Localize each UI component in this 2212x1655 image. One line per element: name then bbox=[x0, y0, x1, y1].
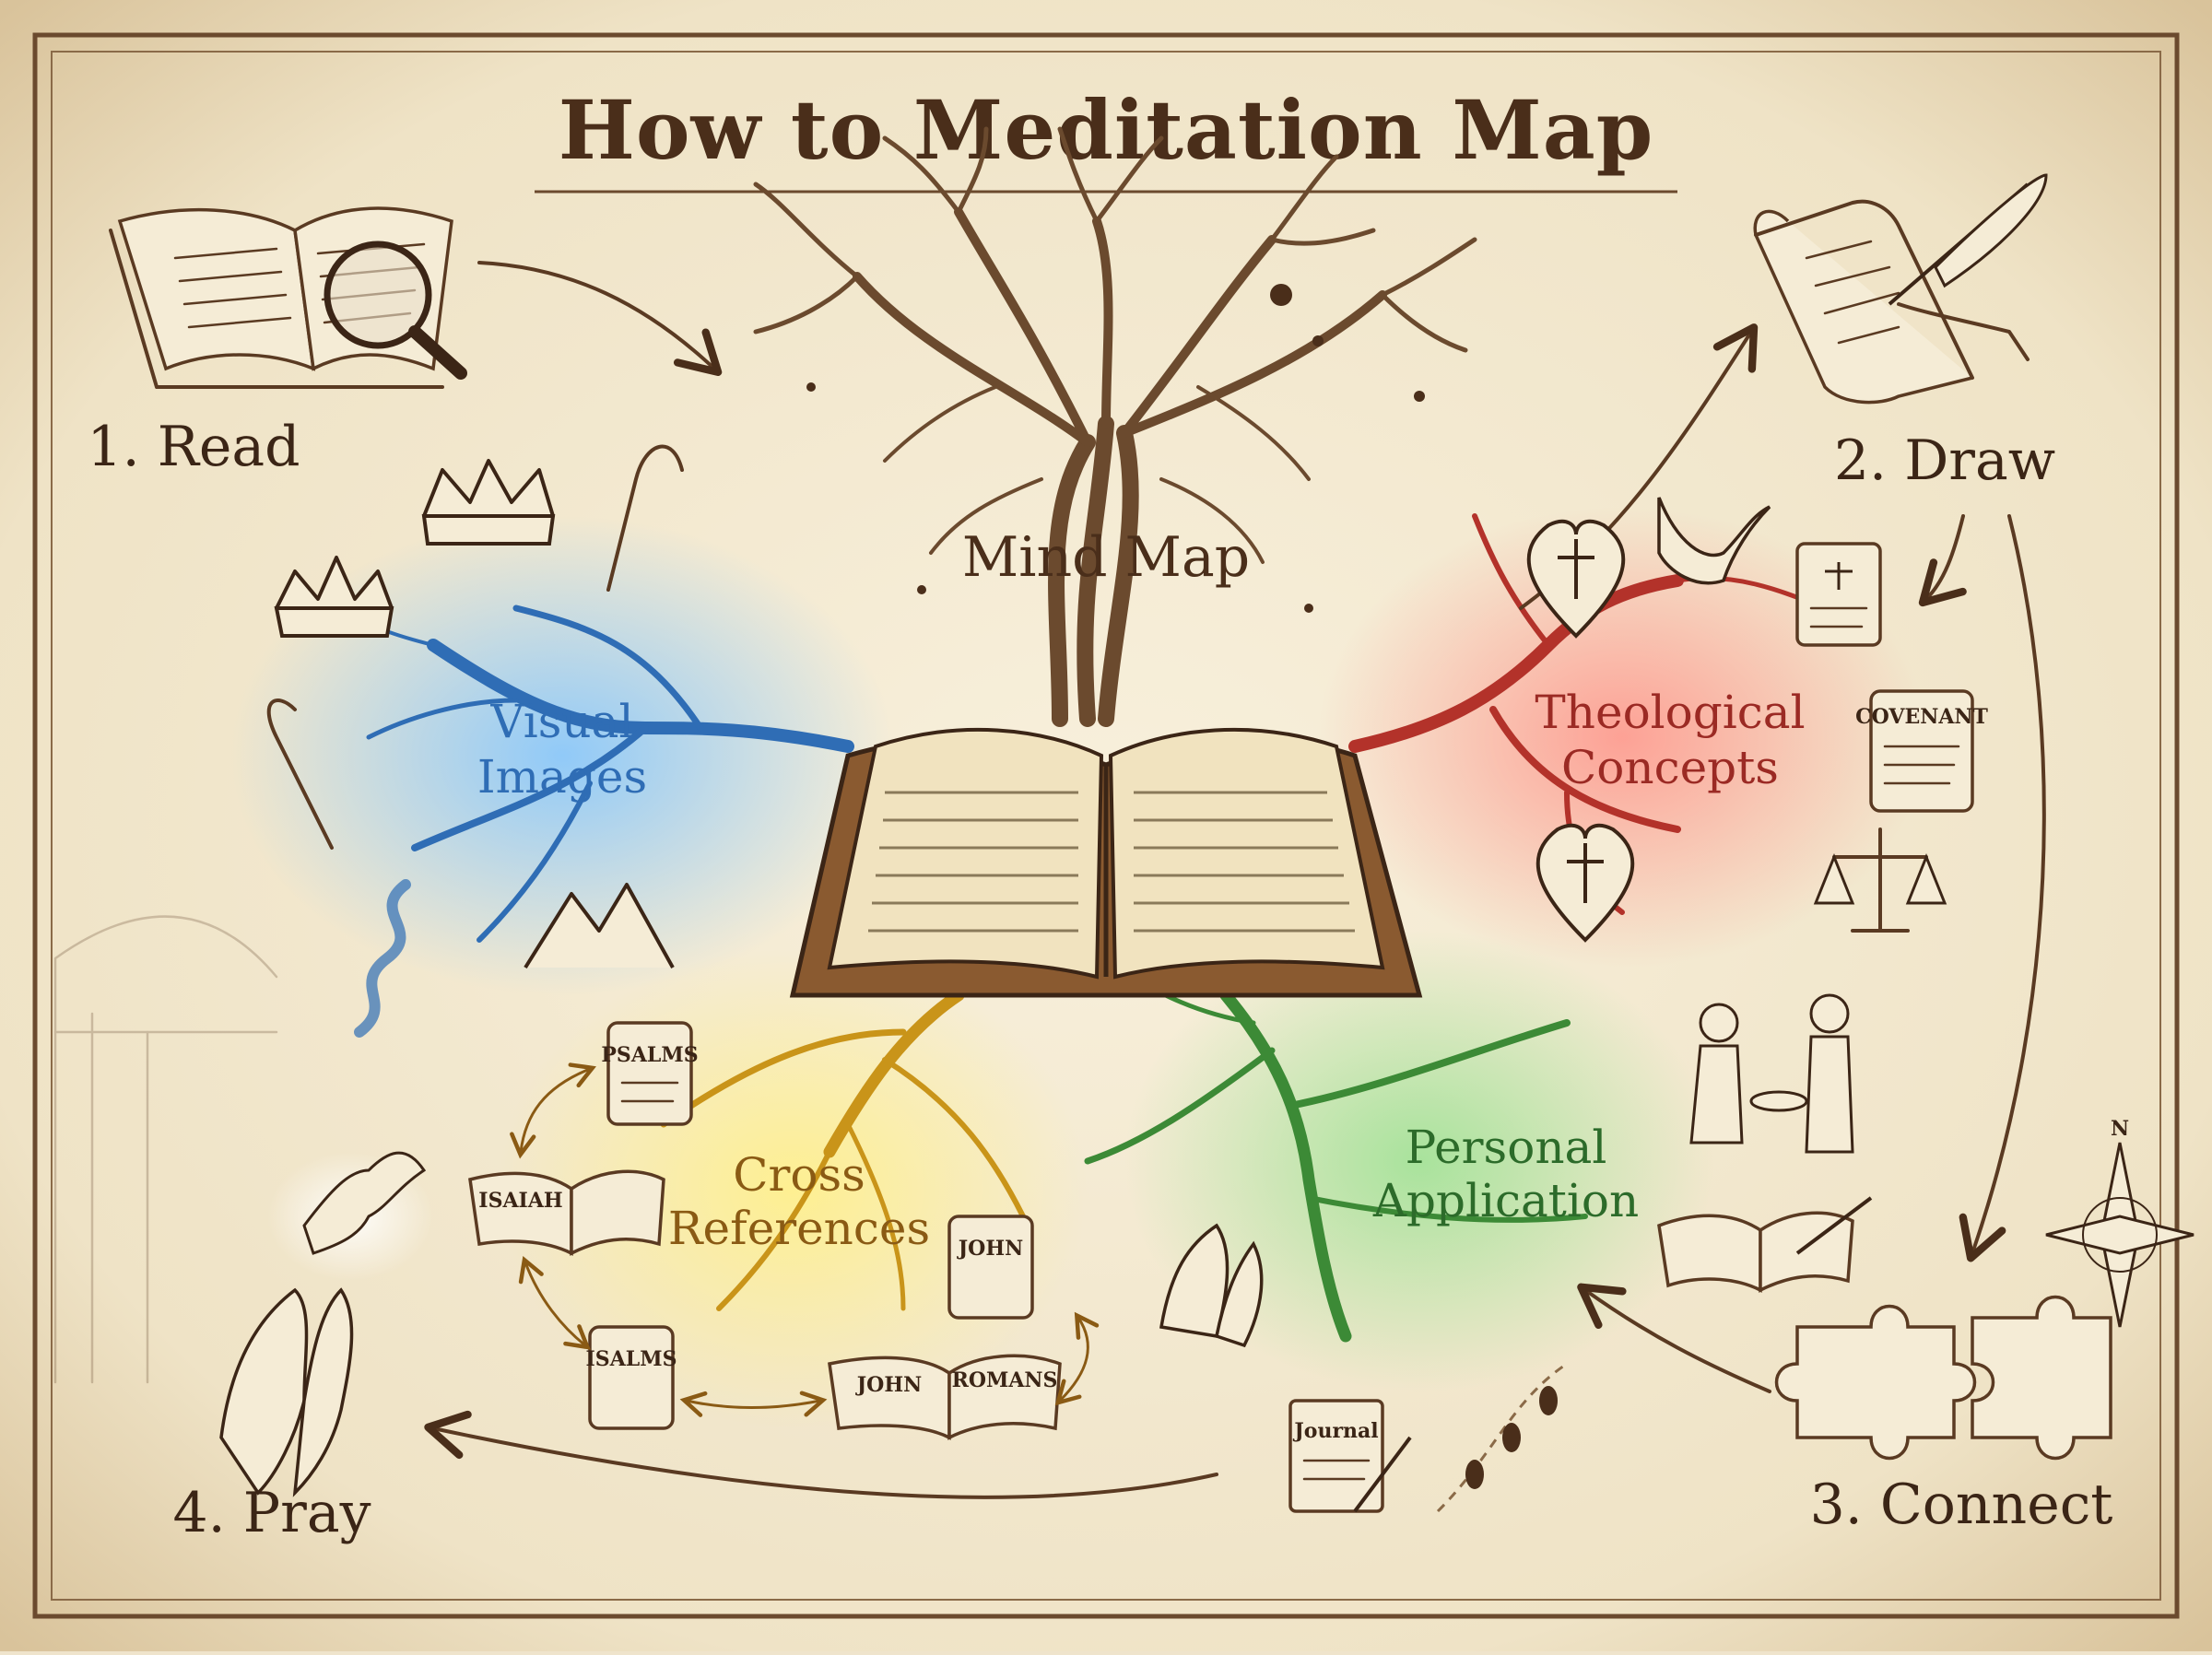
personal-application-line2: Application bbox=[1372, 1174, 1639, 1227]
page-title: How to Meditation Map bbox=[559, 82, 1654, 178]
isalms-label: ISALMS bbox=[586, 1347, 677, 1371]
john-book-label: JOHN bbox=[855, 1373, 922, 1397]
journal-label: Journal bbox=[1292, 1419, 1378, 1443]
romans-book-label: ROMANS bbox=[952, 1368, 1058, 1392]
visual-images-line1: Visual bbox=[490, 695, 634, 748]
theological-concepts-line2: Concepts bbox=[1561, 741, 1779, 794]
visual-images-line2: Images bbox=[477, 750, 647, 804]
john-scroll-icon: JOHN bbox=[949, 1216, 1032, 1318]
step-pray-label: 4. Pray bbox=[172, 1481, 371, 1545]
read-book-magnifier-icon bbox=[111, 208, 461, 387]
compass-north-label: N bbox=[2111, 1117, 2129, 1141]
mind-map-label: Mind Map bbox=[962, 525, 1250, 590]
step-draw-label: 2. Draw bbox=[1834, 428, 2055, 493]
step-read-label: 1. Read bbox=[87, 415, 300, 479]
isaiah-label: ISAIAH bbox=[478, 1189, 562, 1213]
scroll-cross-icon bbox=[1797, 544, 1880, 645]
theological-concepts-line1: Theological bbox=[1535, 686, 1805, 739]
personal-application-line1: Personal bbox=[1406, 1121, 1607, 1174]
covenant-label: COVENANT bbox=[1855, 705, 1988, 729]
psalms-scroll-icon: PSALMS bbox=[601, 1023, 698, 1124]
psalms-label: PSALMS bbox=[601, 1043, 698, 1067]
cross-references-line2: References bbox=[668, 1202, 930, 1255]
step-connect-label: 3. Connect bbox=[1810, 1473, 2113, 1537]
john-label: JOHN bbox=[957, 1237, 1023, 1261]
isalms-scroll-icon: ISALMS bbox=[586, 1327, 677, 1428]
covenant-scroll-icon: COVENANT bbox=[1855, 691, 1988, 811]
personal-application-label: Personal Application bbox=[1372, 1121, 1639, 1227]
open-bible-icon bbox=[793, 730, 1419, 995]
cross-references-line1: Cross bbox=[733, 1148, 865, 1202]
